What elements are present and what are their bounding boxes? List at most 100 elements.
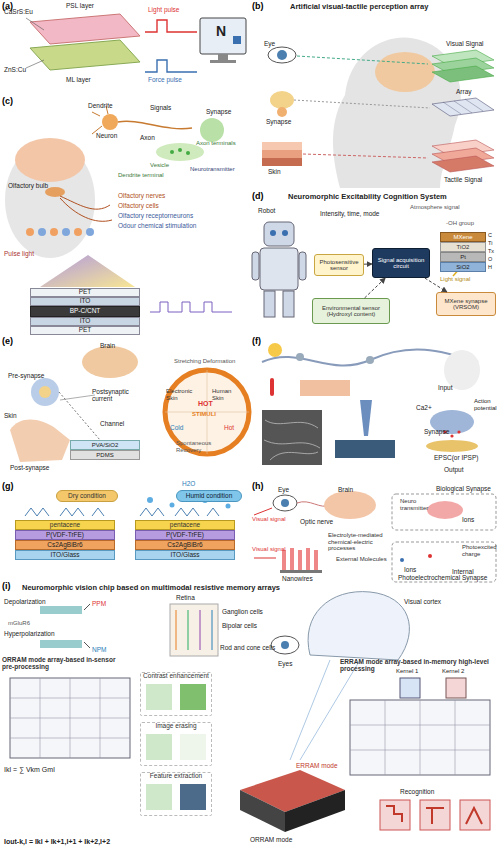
panel-c-art-part: [150, 302, 232, 312]
annotation-label: Cold: [170, 424, 183, 431]
circuit-board: Signal acquisition circuit: [372, 248, 430, 278]
panel-c-art-part: [92, 112, 100, 116]
annotation-label: Depolarization: [4, 598, 46, 605]
panel-i-art-part: [350, 700, 490, 775]
annotation-label: Light signal: [440, 276, 470, 283]
node-text: MXene: [453, 234, 472, 240]
panel-i-art-part: [188, 610, 189, 650]
panel-i-art-part: [146, 684, 172, 710]
panel-h-art-part: [282, 550, 286, 570]
annotation-label: Human Skin: [212, 388, 244, 401]
panel-g-art-part: [170, 503, 175, 508]
layer-band: SiO2: [440, 262, 486, 272]
panel-i-art-part: [10, 678, 130, 758]
annotation-label: Neuron: [96, 132, 117, 139]
panel-d-art-part: [252, 252, 259, 280]
synapse-device: MXene synapse (VRSOM): [436, 292, 496, 316]
annotation-label: Artificial visual-tactile perception arr…: [290, 3, 428, 11]
panel-f-art-part: [360, 400, 372, 436]
panel-i-art-part: [386, 806, 482, 824]
panel-i-art-part: [10, 678, 130, 758]
panel-c-art-part: [178, 148, 182, 152]
panel-a-art-part: [218, 54, 228, 60]
annotation-label: Olfactory receptorneurons: [118, 212, 193, 219]
annotation-label: Signals: [150, 104, 171, 111]
panel-i-art-part: [290, 660, 330, 760]
annotation-label: Iout-k,l = Ikl + Ik+1,l+1 + Ik+2,l+2: [4, 838, 110, 846]
annotation-label: Neuro transmitter: [400, 498, 430, 511]
panel-h-art-part: [427, 501, 463, 519]
panel-b-art-part: [294, 100, 430, 108]
node-text: ITO: [80, 318, 91, 325]
annotation-label: -OH group: [446, 220, 474, 227]
panel-h-art-part: [254, 558, 276, 559]
panel-c-art-part: [102, 114, 118, 130]
panel-i-art-part: [285, 790, 345, 832]
panel-f-art-part: [426, 440, 478, 452]
panel-i-art-part: [400, 678, 420, 698]
layer-band: Cs2AgBiBr6: [15, 540, 115, 550]
annotation-label: PPM: [92, 600, 106, 607]
annotation-label: Hyperpolarization: [4, 630, 55, 637]
annotation-label: Visual signal: [252, 546, 286, 553]
annotation-label: CaSrS:Eu: [4, 8, 33, 15]
panel-f-art-part: [335, 440, 395, 458]
panel-a-art-part: [233, 36, 241, 44]
panel-c-art: [5, 106, 232, 312]
panel-letter: (g): [2, 482, 14, 492]
panel-i-art-part: [240, 790, 285, 832]
panel-f-art-part: [264, 420, 320, 460]
annotation-label: Force pulse: [148, 76, 182, 83]
layer-band: ITO/Glass: [135, 550, 235, 560]
node-text: Dry condition: [68, 493, 106, 500]
annotation-label: Dendrite: [88, 102, 113, 109]
annotation-label: Channel: [100, 420, 124, 427]
panel-c-art-part: [26, 228, 34, 236]
node-text: PDMS: [96, 452, 113, 458]
panel-h-art: [254, 491, 496, 582]
annotation-label: Neurotransmitter: [190, 166, 235, 173]
annotation-label: Ikl = ∑ Vkm Gml: [4, 766, 55, 774]
panel-h-art-part: [298, 550, 302, 570]
annotation-label: Neuromorphic Excitability Cognition Syst…: [288, 193, 447, 201]
panel-b-art-part: [454, 101, 472, 113]
annotation-label: Synapse: [424, 428, 449, 435]
node-text: Humid condition: [186, 493, 233, 500]
layer-band: TiO2: [440, 242, 486, 252]
panel-c-art-part: [74, 228, 82, 236]
panel-c-art-part: [186, 151, 190, 155]
annotation-label: Light pulse: [148, 6, 179, 13]
annotation-label: Odour chemical stimulation: [118, 222, 196, 229]
layer-band: PET: [30, 326, 140, 335]
annotation-label: Photoelectrochemical Synapse: [398, 574, 487, 581]
panel-h-art-part: [314, 550, 318, 570]
annotation-label: Output: [444, 466, 464, 473]
annotation-label: Electronic Skin: [166, 388, 198, 401]
result-panel: Image erasing: [140, 722, 212, 766]
panel-b-art-part: [277, 107, 287, 117]
panel-a-art-part: [210, 60, 236, 63]
panel-h-art-part: [324, 491, 376, 519]
panel-i-art-part: [180, 784, 206, 810]
layer-band: PVA/SiO2: [70, 440, 140, 450]
annotation-label: Retina: [176, 594, 195, 601]
node-text: Signal acquisition circuit: [373, 257, 429, 270]
panel-f-art-part: [366, 356, 374, 364]
node-text: TiO2: [457, 244, 470, 250]
node-text: P(VDF-TrFE): [46, 532, 84, 539]
panel-b-art-part: [432, 98, 494, 116]
layer-band: BP-C/CNT: [30, 306, 140, 317]
annotation-label: Photoexcited charge: [462, 544, 496, 557]
annotation-label: mGluR6: [8, 620, 30, 627]
layer-band: P(VDF-TrFE): [15, 530, 115, 540]
panel-h-art-part: [281, 499, 289, 507]
annotation-label: Input: [438, 384, 452, 391]
panel-a-art-part: [145, 60, 197, 72]
panel-i-art-part: [176, 610, 177, 650]
annotation-label: Pulse light: [4, 250, 34, 257]
dashed-arrow: [365, 278, 386, 298]
panel-a-art-part: [145, 20, 197, 32]
panel-i-art-part: [446, 678, 466, 698]
